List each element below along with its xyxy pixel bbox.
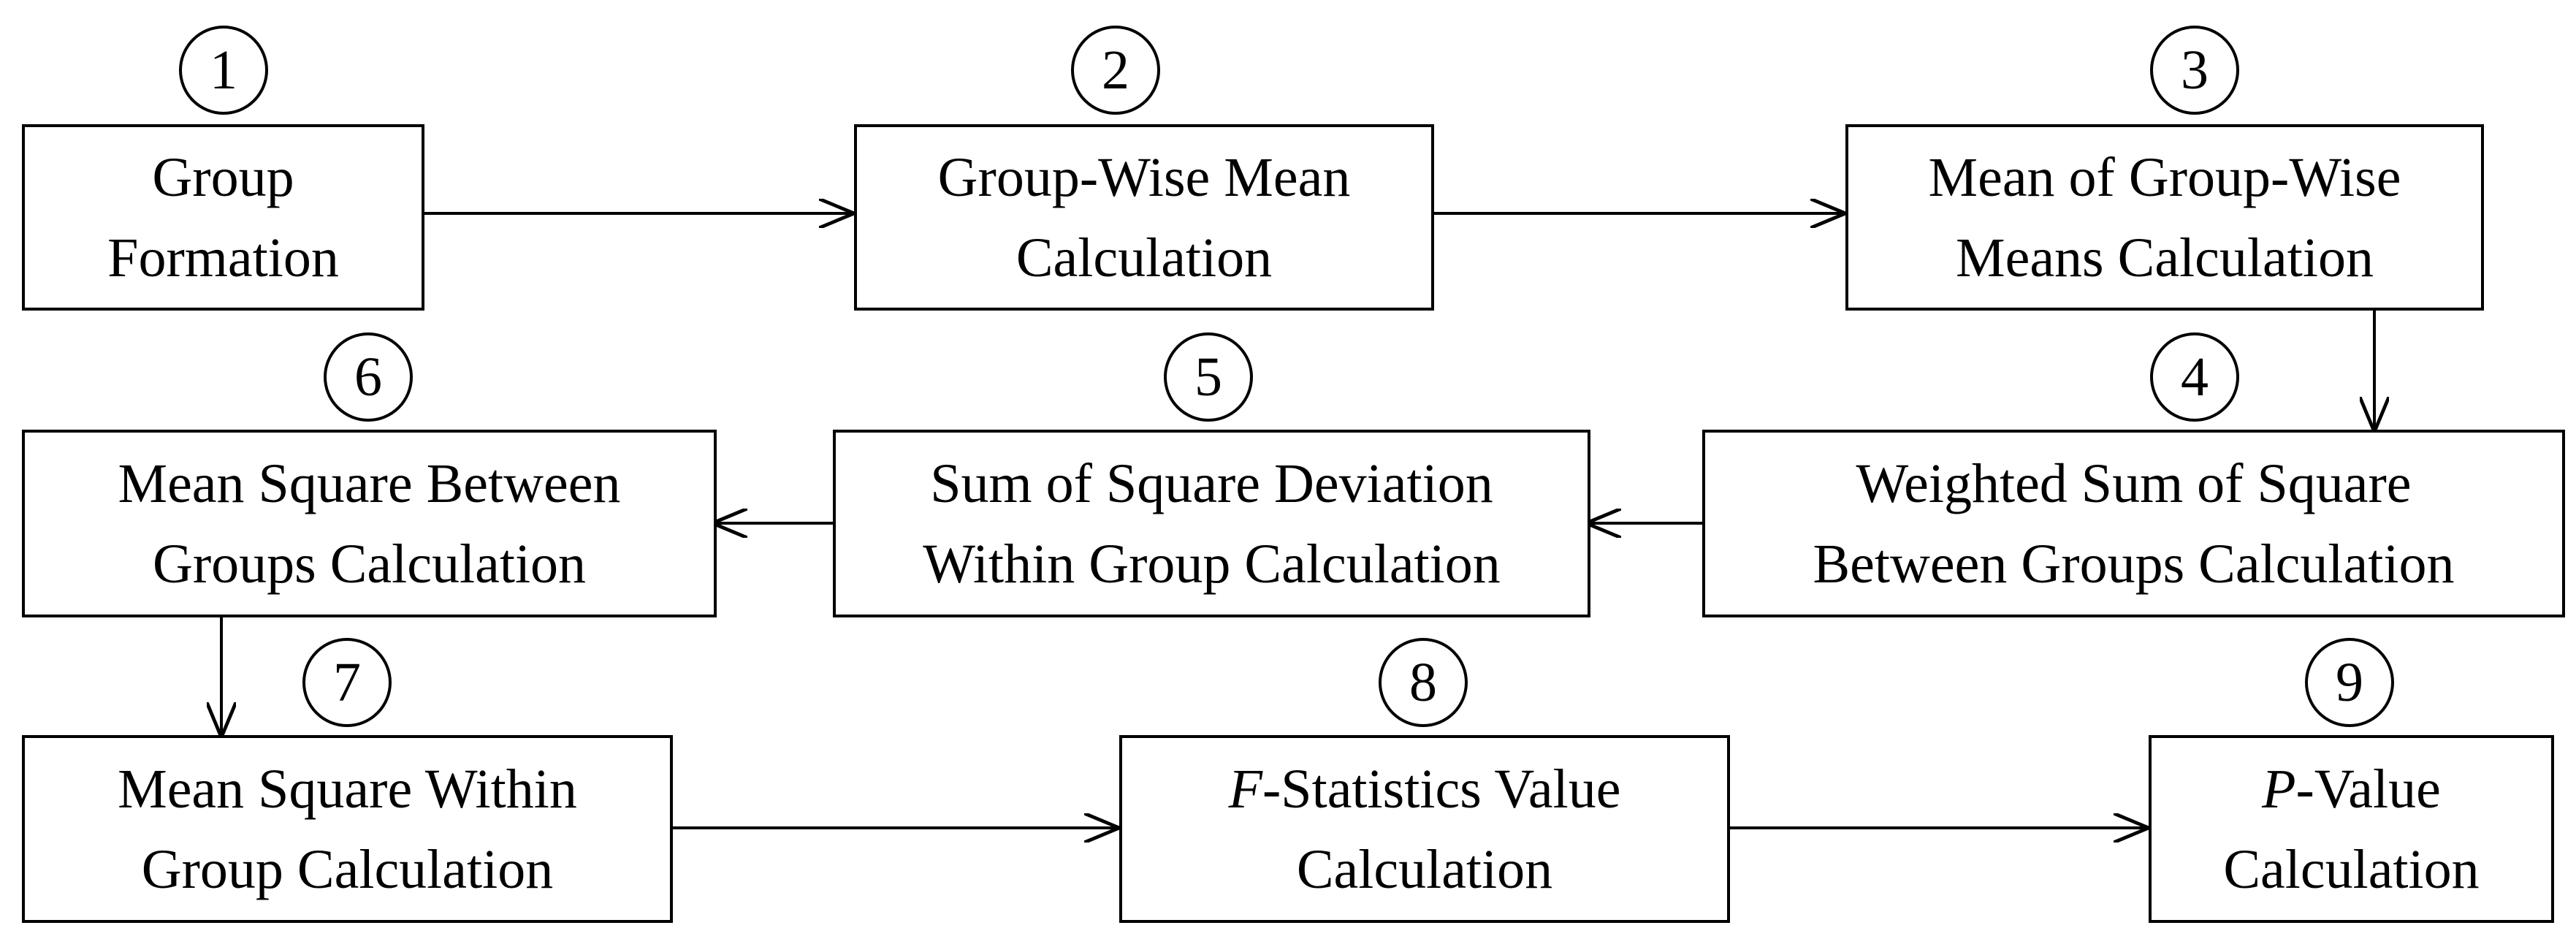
step-5-box: Sum of Square Deviation Within Group Cal…: [833, 430, 1590, 617]
step-8-box: F-Statistics Value Calculation: [1119, 735, 1730, 923]
step-2-box: Group-Wise Mean Calculation: [854, 124, 1434, 311]
step-1-box: Group Formation: [22, 124, 424, 311]
step-9-number: 9: [2305, 638, 2394, 727]
step-5-line2: Within Group Calculation: [923, 533, 1501, 595]
step-6-line2: Groups Calculation: [152, 533, 587, 595]
step-2-line2: Calculation: [1015, 227, 1273, 289]
step-3-line1: Mean of Group-Wise: [1928, 146, 2401, 208]
step-7-line1: Mean Square Within: [118, 758, 577, 820]
step-6-line1: Mean Square Between: [118, 452, 621, 514]
step-4-line1: Weighted Sum of Square: [1856, 452, 2412, 514]
step-1-line2: Formation: [107, 227, 339, 289]
step-3-number: 3: [2150, 26, 2239, 115]
step-9-box: P-Value Calculation: [2149, 735, 2554, 923]
step-4-line2: Between Groups Calculation: [1813, 533, 2455, 595]
step-1-number: 1: [179, 26, 268, 115]
step-5-line1: Sum of Square Deviation: [930, 452, 1493, 514]
step-3-box: Mean of Group-Wise Means Calculation: [1845, 124, 2484, 311]
step-8-number: 8: [1379, 638, 1468, 727]
step-8-line1: F-Statistics Value: [1228, 758, 1621, 820]
step-2-number: 2: [1071, 26, 1160, 115]
step-9-italic-letter: P: [2262, 758, 2296, 820]
step-4-box: Weighted Sum of Square Between Groups Ca…: [1702, 430, 2565, 617]
step-9-line1: P-Value: [2262, 758, 2441, 820]
step-5-number: 5: [1164, 332, 1253, 422]
step-6-number: 6: [324, 332, 413, 422]
step-6-box: Mean Square Between Groups Calculation: [22, 430, 717, 617]
step-8-italic-letter: F: [1228, 758, 1262, 820]
step-7-number: 7: [302, 638, 392, 727]
step-8-line2: Calculation: [1296, 838, 1553, 900]
step-1-line1: Group: [152, 146, 294, 208]
step-4-number: 4: [2150, 332, 2239, 422]
step-3-line2: Means Calculation: [1956, 227, 2374, 289]
step-2-line1: Group-Wise Mean: [937, 146, 1351, 208]
step-7-line2: Group Calculation: [141, 838, 554, 900]
step-7-box: Mean Square Within Group Calculation: [22, 735, 673, 923]
step-9-line2: Calculation: [2223, 838, 2480, 900]
